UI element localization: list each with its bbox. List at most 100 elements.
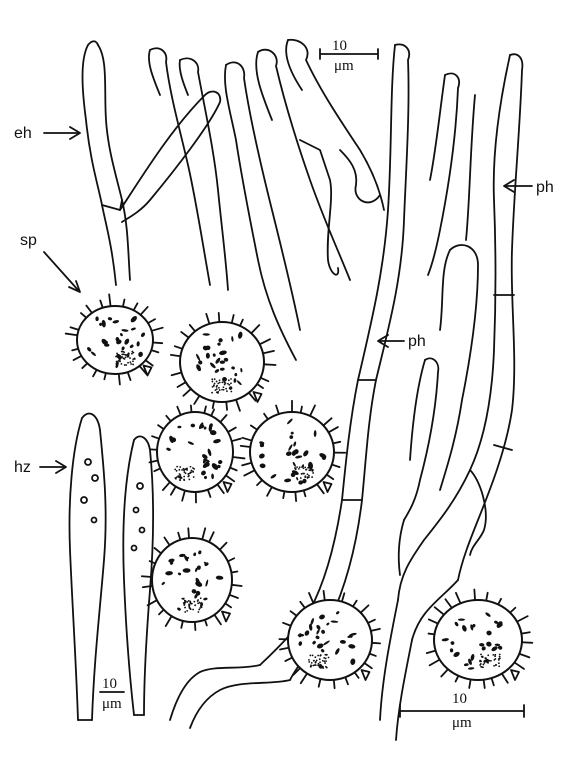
spore-spine xyxy=(180,620,184,629)
spore-mark xyxy=(205,579,209,587)
spore-stipple xyxy=(228,387,231,390)
spore-spine xyxy=(289,610,298,617)
spore-stipple xyxy=(306,473,309,476)
spore-stipple xyxy=(315,659,318,662)
spore-stipple xyxy=(125,354,127,356)
spore-spine xyxy=(176,381,187,388)
spore-spine xyxy=(169,485,177,496)
spore-mark xyxy=(169,561,174,565)
spore-stipple xyxy=(302,472,304,475)
spore-mark xyxy=(136,341,140,347)
spore-spine xyxy=(482,678,486,689)
spore-spine xyxy=(485,591,489,602)
spore-mark xyxy=(191,589,197,594)
spore-spine xyxy=(211,400,215,410)
spore-mark xyxy=(454,621,459,627)
spore-mark xyxy=(313,430,317,437)
spore-stipple xyxy=(479,659,482,662)
spore-spine xyxy=(353,671,360,679)
spore-mark xyxy=(203,426,207,430)
spore-stipple xyxy=(211,378,214,381)
spore-stipple xyxy=(213,382,216,385)
spore-stipple xyxy=(498,665,501,668)
spore-spine xyxy=(332,678,336,690)
spore-spine xyxy=(520,631,531,635)
spore-spine xyxy=(147,318,156,325)
spore-spine xyxy=(263,363,277,366)
spore-spine xyxy=(256,383,264,389)
spore-spine xyxy=(148,459,159,464)
right-hyphae xyxy=(379,53,524,741)
spore-spine xyxy=(284,656,294,662)
spore-mark xyxy=(335,648,340,655)
spore-mark xyxy=(116,353,122,360)
spore-stipple xyxy=(319,654,322,657)
spore-mark xyxy=(215,357,221,364)
spore-wall xyxy=(249,411,335,493)
spore-apiculus xyxy=(222,481,233,493)
scale-bar-bottom-right: 10 μm xyxy=(399,691,525,731)
spore-mark xyxy=(187,441,194,445)
spore-stipple xyxy=(189,465,192,468)
spore-spine xyxy=(210,408,216,417)
label-hz: hz xyxy=(14,459,67,476)
spore-mark xyxy=(209,362,216,369)
spore-stipple xyxy=(308,658,310,661)
spore-spine xyxy=(132,302,139,312)
spore-spine xyxy=(262,350,275,355)
spore-mark xyxy=(165,571,173,576)
spore-spine xyxy=(332,440,342,445)
spore-stipple xyxy=(498,653,501,656)
spore-spine xyxy=(500,672,509,684)
spore-stipple xyxy=(319,666,322,669)
spore-apiculus xyxy=(510,669,520,681)
spore-mark xyxy=(297,633,305,637)
spore-stipple xyxy=(130,363,132,365)
spore-spine xyxy=(330,463,341,468)
spore-mark xyxy=(138,351,143,358)
spore-spine xyxy=(108,293,112,308)
spore xyxy=(64,293,164,386)
spore-stipple xyxy=(119,359,121,361)
spore-spine xyxy=(150,326,164,332)
spore-stipple xyxy=(311,470,314,472)
spore-spine xyxy=(258,338,271,346)
spore-mark xyxy=(195,567,198,572)
spore-mark xyxy=(101,338,108,345)
spore-stipple xyxy=(482,663,485,666)
spore-spine xyxy=(241,436,253,442)
spore-mark xyxy=(450,641,455,645)
spore-mark xyxy=(285,451,292,456)
spore-spine xyxy=(275,404,280,415)
spore-spine xyxy=(180,331,190,339)
spore-stipple xyxy=(132,363,134,366)
spore-stipple xyxy=(199,607,202,609)
spore-stipple xyxy=(116,352,118,355)
spore-stipple xyxy=(298,466,301,469)
spore-spine xyxy=(279,646,290,651)
spore-spine xyxy=(122,298,126,308)
spore-mark xyxy=(218,460,223,465)
spore-spine xyxy=(158,608,165,616)
spore-spine xyxy=(218,541,228,551)
spore-stipple xyxy=(190,602,193,605)
spore-stipple xyxy=(313,659,315,662)
spore-mark xyxy=(207,448,212,457)
spore-mark xyxy=(308,623,313,631)
spore-spine xyxy=(282,490,286,500)
spore-mark xyxy=(130,327,136,331)
spore-mark xyxy=(196,364,202,372)
spore-spine xyxy=(427,618,439,625)
spore-stipple xyxy=(127,361,129,364)
spore-mark xyxy=(223,357,229,362)
spore-spine xyxy=(327,426,339,434)
spore-mark xyxy=(233,378,237,383)
spore-mark xyxy=(202,454,208,459)
spore-spine xyxy=(263,412,269,421)
spore-stipple xyxy=(312,664,315,667)
label-ph-top: ph xyxy=(503,179,554,196)
spore-spine xyxy=(230,583,243,587)
spore-stipple xyxy=(218,379,221,382)
spore-spine xyxy=(187,527,190,540)
spore-stipple xyxy=(211,385,214,388)
